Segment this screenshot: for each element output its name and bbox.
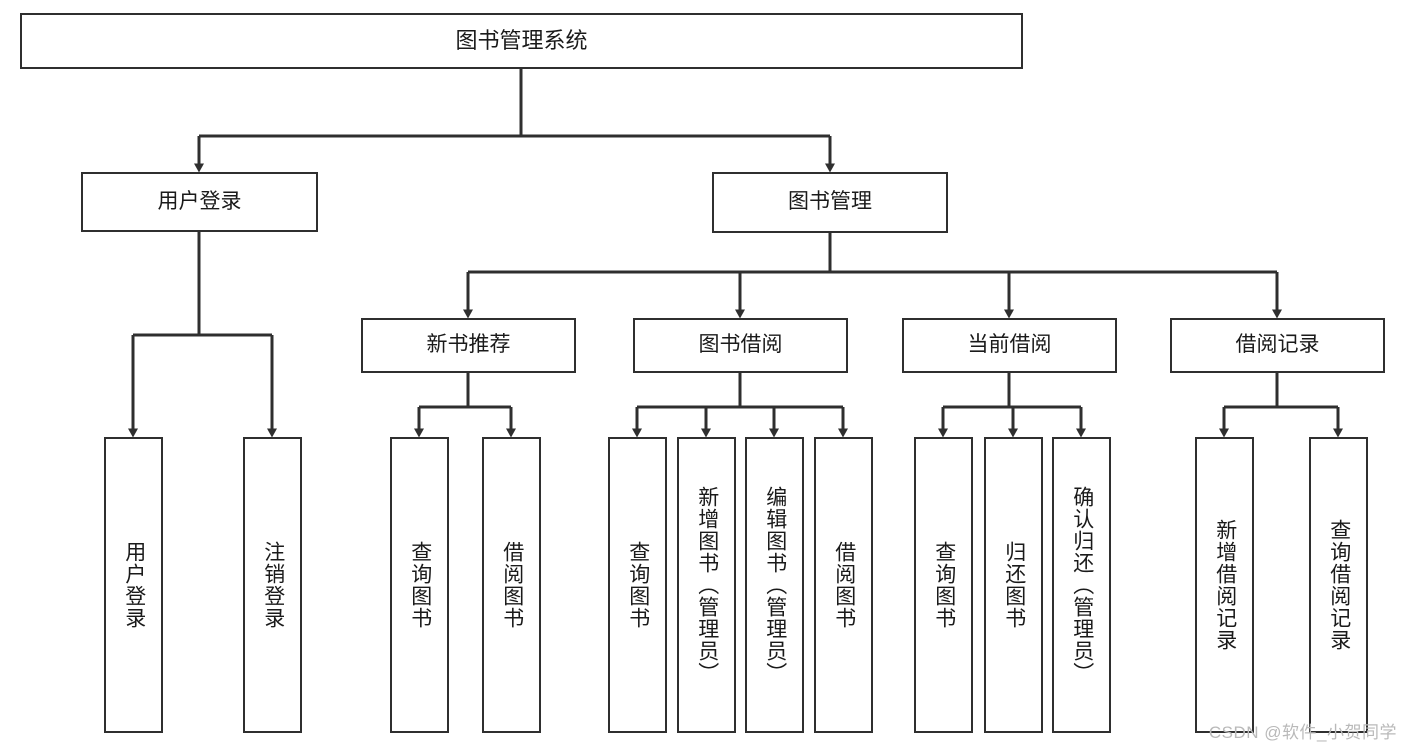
node-leaf-return-book[interactable]: 归还图书 — [984, 437, 1043, 733]
node-leaf-query-book-borrow-label: 查询图书 — [626, 541, 650, 629]
node-book-borrow[interactable]: 图书借阅 — [633, 318, 848, 373]
node-leaf-add-borrow-record[interactable]: 新增借阅记录 — [1195, 437, 1254, 733]
node-borrow-record[interactable]: 借阅记录 — [1170, 318, 1385, 373]
node-leaf-user-login[interactable]: 用户登录 — [104, 437, 163, 733]
node-leaf-logout[interactable]: 注销登录 — [243, 437, 302, 733]
node-leaf-borrow-book-recommend[interactable]: 借阅图书 — [482, 437, 541, 733]
node-leaf-query-book-recommend-label: 查询图书 — [408, 541, 432, 629]
node-leaf-logout-label: 注销登录 — [261, 541, 285, 629]
node-current-borrow[interactable]: 当前借阅 — [902, 318, 1117, 373]
node-leaf-borrow-book[interactable]: 借阅图书 — [814, 437, 873, 733]
node-leaf-query-book-borrow[interactable]: 查询图书 — [608, 437, 667, 733]
node-leaf-add-book-admin[interactable]: 新增图书（管理员） — [677, 437, 736, 733]
node-leaf-edit-book-admin[interactable]: 编辑图书（管理员） — [745, 437, 804, 733]
node-book-manage-label: 图书管理 — [788, 190, 872, 214]
node-leaf-borrow-book-label: 借阅图书 — [832, 541, 856, 629]
node-leaf-borrow-book-recommend-label: 借阅图书 — [500, 541, 524, 629]
node-root-label: 图书管理系统 — [455, 28, 588, 54]
node-leaf-query-book-recommend[interactable]: 查询图书 — [390, 437, 449, 733]
node-leaf-add-book-admin-label: 新增图书（管理员） — [695, 486, 719, 684]
node-leaf-query-book-current[interactable]: 查询图书 — [914, 437, 973, 733]
node-leaf-query-book-current-label: 查询图书 — [932, 541, 956, 629]
node-leaf-confirm-return-admin[interactable]: 确认归还（管理员） — [1052, 437, 1111, 733]
node-new-book-recommend[interactable]: 新书推荐 — [361, 318, 576, 373]
node-current-borrow-label: 当前借阅 — [967, 333, 1052, 357]
node-leaf-add-borrow-record-label: 新增借阅记录 — [1213, 519, 1237, 651]
node-leaf-return-book-label: 归还图书 — [1002, 541, 1026, 629]
node-new-book-recommend-label: 新书推荐 — [426, 333, 511, 357]
node-leaf-edit-book-admin-label: 编辑图书（管理员） — [763, 486, 787, 684]
node-leaf-user-login-label: 用户登录 — [122, 541, 146, 629]
watermark-text: CSDN @软件_小贺同学 — [1208, 723, 1397, 742]
node-borrow-record-label: 借阅记录 — [1235, 333, 1320, 357]
node-leaf-query-borrow-record[interactable]: 查询借阅记录 — [1309, 437, 1368, 733]
node-leaf-confirm-return-admin-label: 确认归还（管理员） — [1070, 486, 1094, 684]
node-book-borrow-label: 图书借阅 — [698, 333, 783, 357]
node-root[interactable]: 图书管理系统 — [20, 13, 1023, 69]
node-leaf-query-borrow-record-label: 查询借阅记录 — [1327, 519, 1351, 651]
node-book-manage[interactable]: 图书管理 — [712, 172, 948, 233]
node-user-login[interactable]: 用户登录 — [81, 172, 318, 232]
node-user-login-label: 用户登录 — [157, 189, 242, 213]
